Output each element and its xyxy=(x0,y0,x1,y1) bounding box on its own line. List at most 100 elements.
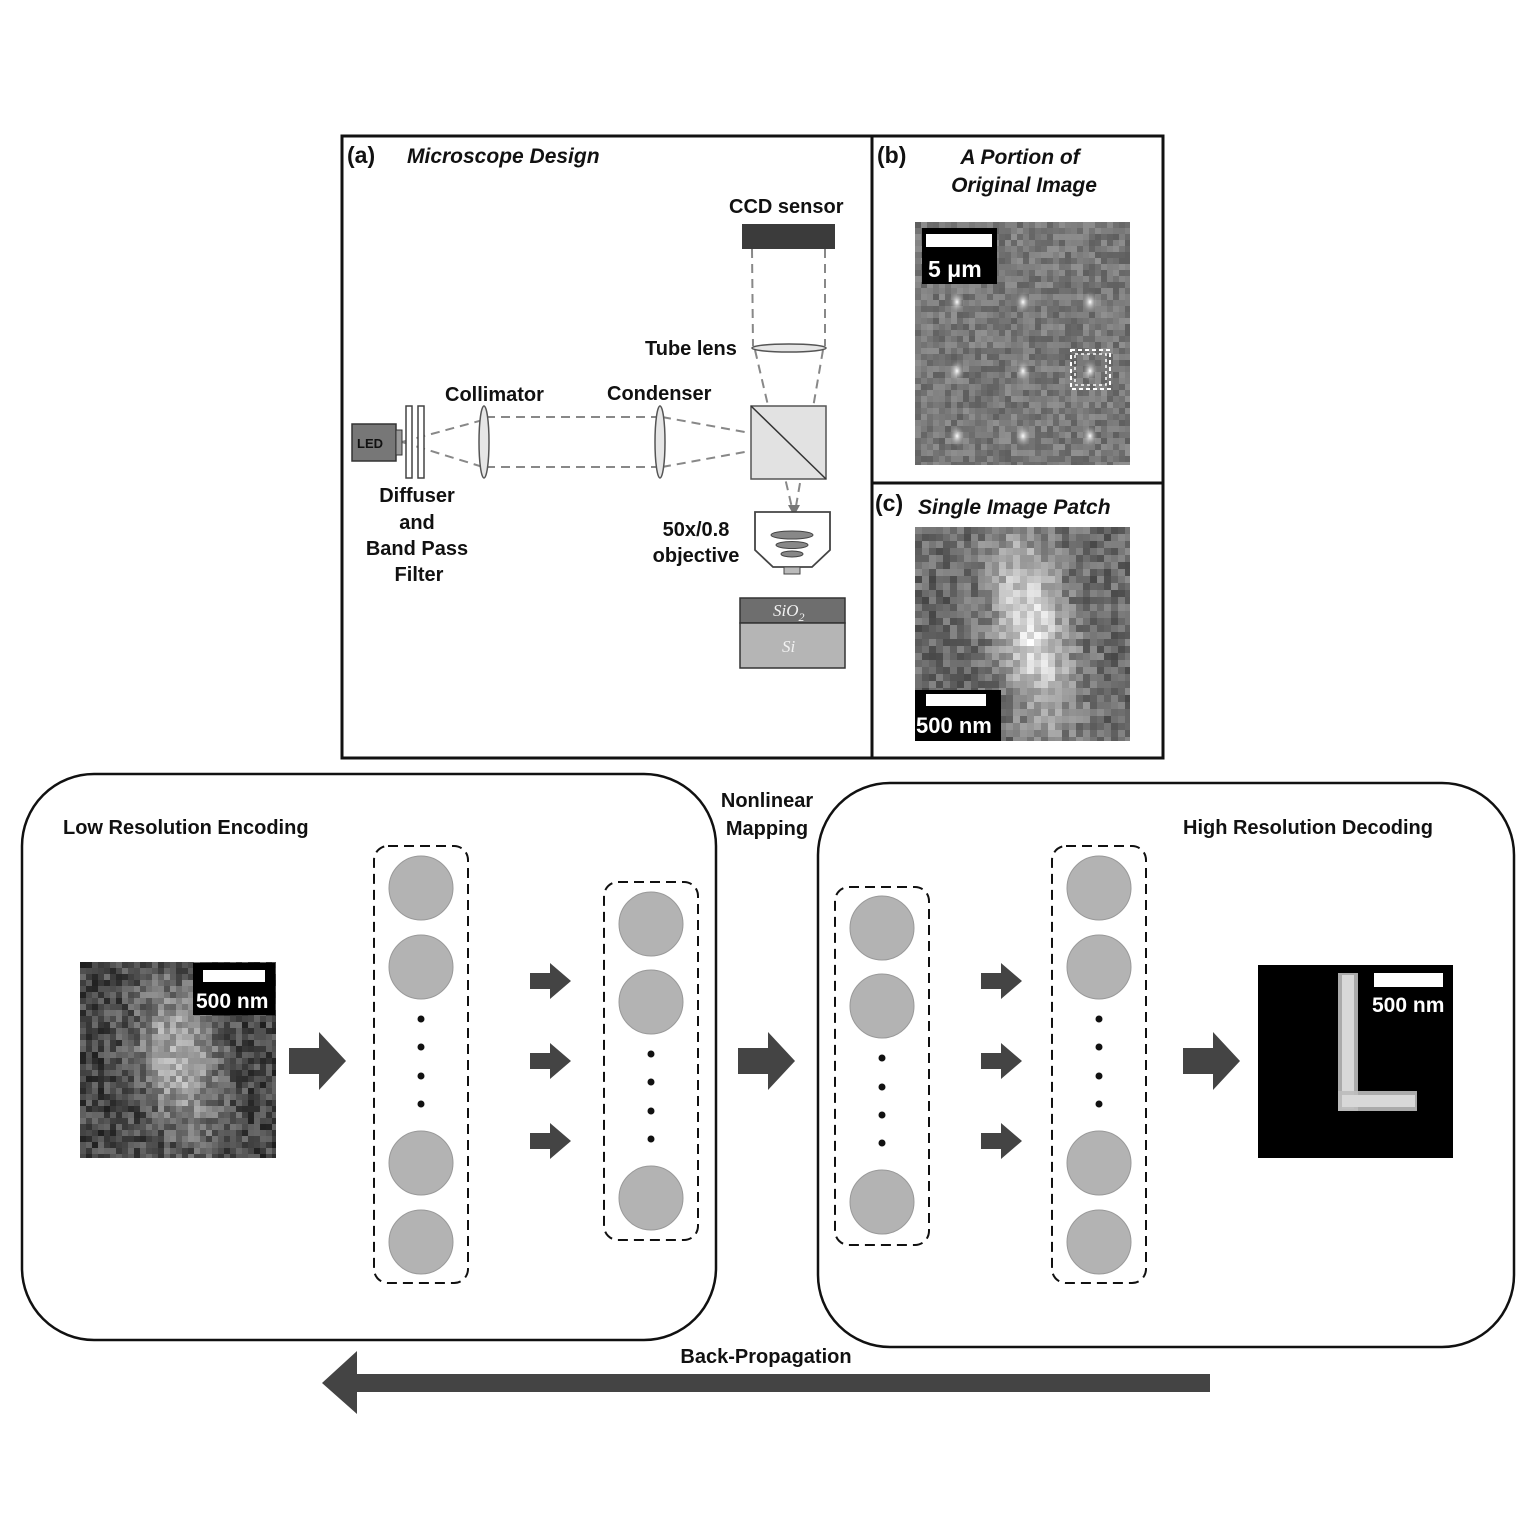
diffuser-plate xyxy=(405,405,413,479)
diffuser-label-1: Diffuser xyxy=(379,485,455,507)
output-scalebar-label: 500 nm xyxy=(1372,994,1444,1017)
sio2-layer xyxy=(739,597,846,624)
ellipsis-dot xyxy=(878,1111,886,1119)
diffuser-label-4: Filter xyxy=(395,564,444,586)
neuron-node xyxy=(849,1169,915,1235)
panel-c-tag: (c) xyxy=(875,490,903,516)
input-scalebar xyxy=(203,970,265,982)
mapping-title-2: Mapping xyxy=(726,818,808,840)
scalebar-c-label: 500 nm xyxy=(916,713,992,738)
flow-arrow xyxy=(289,1032,346,1090)
neuron-node xyxy=(388,855,454,921)
beam-arrowhead xyxy=(788,505,800,516)
neuron-node xyxy=(618,969,684,1035)
particle-spot xyxy=(1082,425,1098,447)
layer-2 xyxy=(603,881,699,1241)
led-label: LED xyxy=(357,436,383,451)
particle-spot xyxy=(1015,425,1031,447)
ellipsis-dot xyxy=(647,1107,655,1115)
ellipsis-dot xyxy=(878,1139,886,1147)
scalebar-b xyxy=(926,234,992,247)
layer-4 xyxy=(1051,845,1147,1284)
ellipsis-dot xyxy=(1095,1100,1103,1108)
panel-c-title: Single Image Patch xyxy=(918,496,1111,519)
panel-a-tag: (a) xyxy=(347,142,375,168)
neuron-node xyxy=(1066,855,1132,921)
particle-spot xyxy=(1015,360,1031,382)
ccd-label: CCD sensor xyxy=(729,196,844,218)
tube-lens xyxy=(751,343,827,353)
scalebar-b-label: 5 μm xyxy=(928,256,982,282)
neuron-node xyxy=(388,934,454,1000)
particle-spot xyxy=(1015,291,1031,313)
encoding-title: Low Resolution Encoding xyxy=(63,817,309,839)
decoding-title: High Resolution Decoding xyxy=(1183,817,1433,839)
scalebar-c xyxy=(926,694,986,706)
network-diagram: Low Resolution Encoding Nonlinear Mappin… xyxy=(20,772,1516,1414)
panel-a: (a) Microscope Design CCD sensor Tube le… xyxy=(340,134,874,760)
panel-a-title: Microscope Design xyxy=(407,145,600,168)
connection-arrow xyxy=(530,1043,571,1079)
objective-body xyxy=(754,511,831,568)
diffuser-label-3: Band Pass xyxy=(366,538,468,560)
particle-spot xyxy=(1082,291,1098,313)
neuron-node xyxy=(388,1130,454,1196)
mapping-title-1: Nonlinear xyxy=(721,790,813,812)
panel-c-frame xyxy=(870,481,1165,760)
panel-c: (c) Single Image Patch 500 nm xyxy=(870,481,1165,760)
selected-patch-box xyxy=(1070,349,1111,390)
collimator-label: Collimator xyxy=(445,384,544,406)
condenser-label: Condenser xyxy=(607,383,712,405)
neuron-node xyxy=(849,973,915,1039)
ellipsis-dot xyxy=(1095,1043,1103,1051)
tube-lens-label: Tube lens xyxy=(645,338,737,360)
panel-b: (b) A Portion of Original Image 5 μm xyxy=(870,134,1165,485)
particle-spot xyxy=(949,360,965,382)
panel-b-title-1: A Portion of xyxy=(959,146,1081,169)
ellipsis-dot xyxy=(878,1054,886,1062)
ellipsis-dot xyxy=(647,1135,655,1143)
particle-spot xyxy=(1082,360,1098,382)
ellipsis-dot xyxy=(417,1015,425,1023)
neuron-node xyxy=(849,895,915,961)
ellipsis-dot xyxy=(417,1100,425,1108)
particle-spot xyxy=(949,425,965,447)
connection-arrow xyxy=(981,1043,1022,1079)
original-image xyxy=(915,222,1130,465)
ellipsis-dot xyxy=(1095,1072,1103,1080)
connection-arrow xyxy=(530,963,571,999)
sio2-label: SiO2 xyxy=(773,601,805,624)
encoding-box xyxy=(20,772,718,1342)
neuron-node xyxy=(618,1165,684,1231)
ellipsis-dot xyxy=(417,1072,425,1080)
ellipsis-dot xyxy=(417,1043,425,1051)
neuron-node xyxy=(1066,1209,1132,1275)
ellipsis-dot xyxy=(647,1050,655,1058)
neuron-node xyxy=(618,891,684,957)
neuron-node xyxy=(1066,1130,1132,1196)
backprop-arrow xyxy=(322,1351,1210,1414)
condenser-lens xyxy=(654,405,666,479)
ellipsis-dot xyxy=(1095,1015,1103,1023)
backprop-label: Back-Propagation xyxy=(680,1346,851,1368)
objective-label-1: 50x/0.8 xyxy=(663,519,730,541)
particle-spot xyxy=(949,291,965,313)
layer-3 xyxy=(834,886,930,1246)
si-substrate xyxy=(739,622,846,669)
input-scalebar-label: 500 nm xyxy=(196,990,268,1013)
output-scalebar xyxy=(1374,973,1443,987)
led-source xyxy=(351,423,397,462)
ccd-sensor xyxy=(742,224,835,249)
panel-b-title-2: Original Image xyxy=(951,174,1097,197)
si-label: Si xyxy=(782,637,796,656)
connection-arrow xyxy=(530,1123,571,1159)
decoding-box xyxy=(816,781,1516,1349)
connection-arrow xyxy=(981,963,1022,999)
band-pass-filter-plate xyxy=(417,405,425,479)
neuron-node xyxy=(388,1209,454,1275)
panel-b-tag: (b) xyxy=(877,142,906,168)
diffuser-label-2: and xyxy=(399,512,435,534)
objective-label-2: objective xyxy=(653,545,740,567)
layer-1 xyxy=(373,845,469,1284)
